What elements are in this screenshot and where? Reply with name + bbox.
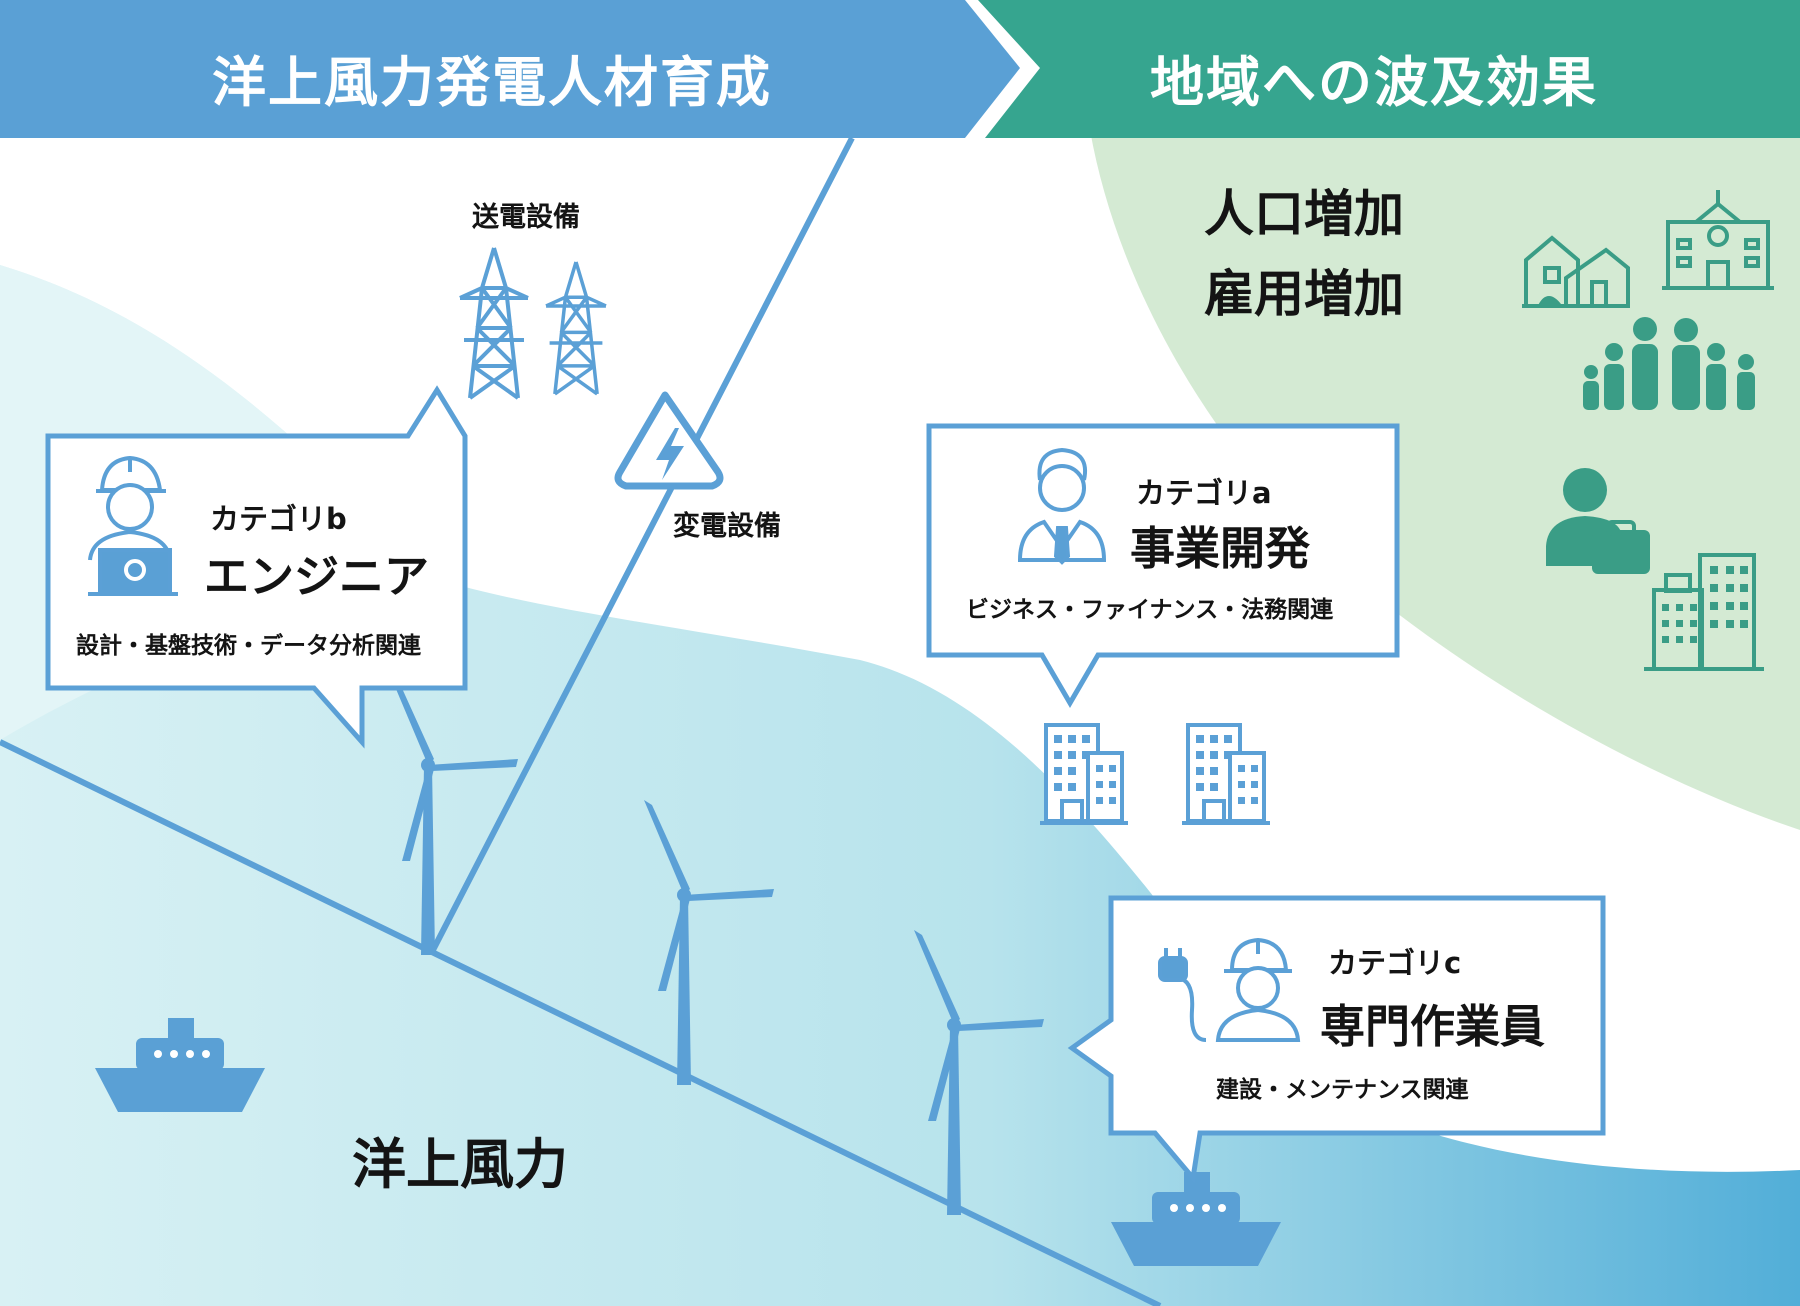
offshore-wind-label: 洋上風力 bbox=[352, 1133, 568, 1196]
substation-label: 変電設備 bbox=[673, 511, 781, 542]
business-category: カテゴリa bbox=[1136, 476, 1272, 510]
business-description: ビジネス・ファイナンス・法務関連 bbox=[966, 597, 1334, 623]
left-banner-title: 洋上風力発電人材育成 bbox=[212, 51, 772, 114]
engineer-title: エンジニア bbox=[204, 550, 430, 603]
worker-description: 建設・メンテナンス関連 bbox=[1216, 1077, 1469, 1103]
banner-right bbox=[978, 0, 1800, 138]
businessman-icon bbox=[1017, 447, 1107, 565]
right-banner-title: 地域への波及効果 bbox=[1150, 51, 1598, 114]
engineer-category: カテゴリb bbox=[210, 502, 347, 536]
transmission-tower-icon bbox=[458, 246, 608, 400]
office-building-teal-icon bbox=[1644, 553, 1764, 671]
banner-left bbox=[0, 0, 1020, 138]
engineer-with-laptop-icon bbox=[88, 455, 178, 596]
employment-increase-label: 雇用増加 bbox=[1204, 265, 1404, 323]
house-icon bbox=[1522, 235, 1630, 308]
population-increase-label: 人口増加 bbox=[1204, 185, 1404, 243]
business-title: 事業開発 bbox=[1130, 522, 1311, 575]
substation-icon bbox=[614, 391, 724, 490]
school-icon bbox=[1662, 190, 1774, 290]
engineer-description: 設計・基盤技術・データ分析関連 bbox=[76, 633, 421, 659]
worker-title: 専門作業員 bbox=[1320, 1000, 1546, 1053]
family-icon bbox=[1583, 317, 1755, 410]
job-seeker-icon bbox=[1546, 468, 1650, 574]
worker-card bbox=[1067, 895, 1606, 1184]
transmission-label: 送電設備 bbox=[472, 202, 580, 233]
office-building-icon bbox=[1038, 723, 1272, 825]
worker-with-plug-icon bbox=[1158, 937, 1301, 1042]
worker-category: カテゴリc bbox=[1328, 946, 1462, 980]
